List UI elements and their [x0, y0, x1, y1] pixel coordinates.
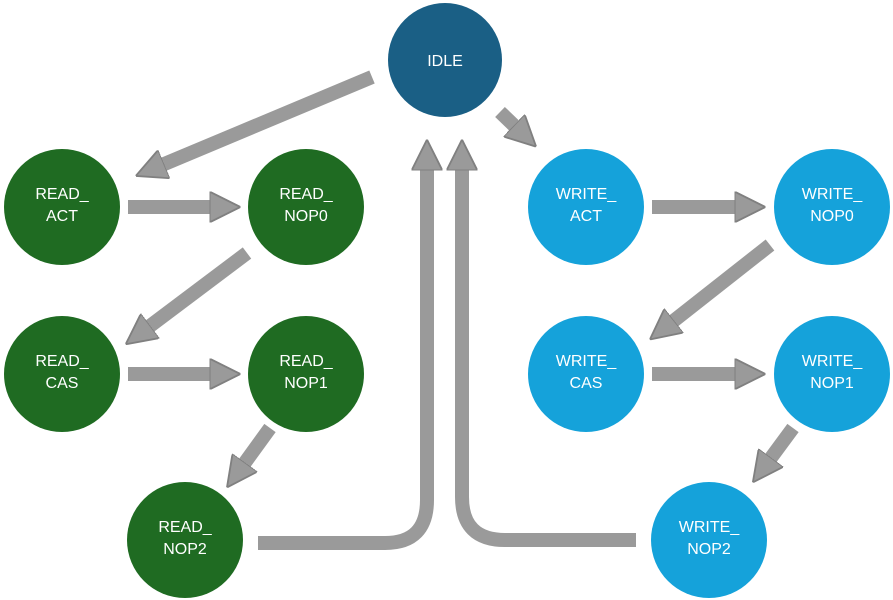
arrow-idle-to-read-act [150, 70, 375, 170]
node-write-nop0-line2: NOP0 [810, 208, 854, 225]
node-read-cas-line1: READ_ [35, 353, 89, 370]
node-idle-label: IDLE [427, 53, 463, 70]
state-nodes: IDLE READ_ ACT READ_ NOP0 READ_ CAS READ… [4, 3, 890, 598]
node-read-nop0-line1: READ_ [279, 186, 333, 203]
node-read-act-line2: ACT [46, 208, 78, 225]
node-read-nop1-line2: NOP1 [284, 375, 328, 392]
node-write-cas-line1: WRITE_ [556, 353, 618, 370]
arrow-write-nop0-to-write-cas [662, 239, 775, 330]
transition-arrows [128, 70, 799, 550]
node-read-nop0-line2: NOP0 [284, 208, 328, 225]
node-write-cas-line2: CAS [570, 375, 603, 392]
node-write-nop2-line2: NOP2 [687, 541, 731, 558]
node-write-act-line2: ACT [570, 208, 602, 225]
arrow-read-nop1-to-read-nop2 [236, 423, 276, 475]
node-read-nop0: READ_ NOP0 [248, 149, 364, 265]
node-read-nop2-line1: READ_ [158, 519, 212, 536]
node-write-nop1-line2: NOP1 [810, 375, 854, 392]
node-read-cas-line2: CAS [46, 375, 79, 392]
node-write-cas: WRITE_ CAS [528, 316, 644, 432]
node-write-act-line1: WRITE_ [556, 186, 618, 203]
node-read-act: READ_ ACT [4, 149, 120, 265]
node-write-nop1: WRITE_ NOP1 [774, 316, 890, 432]
node-write-act: WRITE_ ACT [528, 149, 644, 265]
node-read-cas: READ_ CAS [4, 316, 120, 432]
arrow-write-nop1-to-write-nop2 [762, 423, 799, 470]
node-idle: IDLE [388, 3, 502, 117]
arrow-write-nop2-to-idle [462, 155, 636, 547]
node-read-nop1: READ_ NOP1 [248, 316, 364, 432]
node-write-nop0-line1: WRITE_ [802, 186, 864, 203]
node-write-nop0: WRITE_ NOP0 [774, 149, 890, 265]
node-read-act-line1: READ_ [35, 186, 89, 203]
node-write-nop1-line1: WRITE_ [802, 353, 864, 370]
arrow-read-nop2-to-idle [258, 155, 427, 550]
node-write-nop2: WRITE_ NOP2 [651, 482, 767, 598]
node-read-nop2-line2: NOP2 [163, 541, 207, 558]
node-write-nop2-line1: WRITE_ [679, 519, 741, 536]
node-read-nop1-line1: READ_ [279, 353, 333, 370]
arrow-read-nop0-to-read-cas [138, 247, 252, 335]
arrow-idle-to-write-act [495, 106, 525, 136]
node-read-nop2: READ_ NOP2 [127, 482, 243, 598]
